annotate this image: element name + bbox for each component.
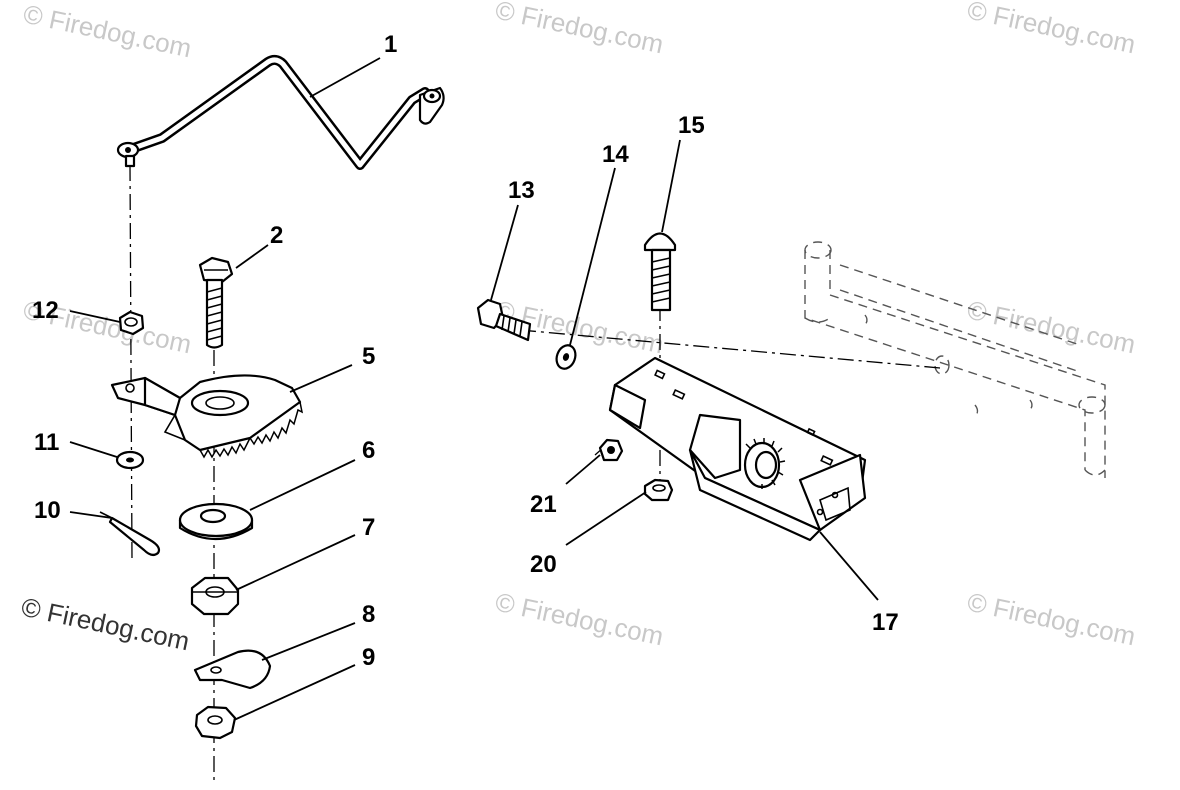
callout-20: 20 xyxy=(530,551,557,578)
leader-8 xyxy=(261,622,356,661)
washer-right xyxy=(555,344,577,370)
callout-14: 14 xyxy=(602,141,629,168)
hex-head-bolt xyxy=(476,298,532,342)
flange-nut xyxy=(643,478,674,502)
callout-21: 21 xyxy=(530,491,557,518)
leader-13 xyxy=(490,204,519,301)
carriage-bolt xyxy=(643,232,677,312)
callout-1: 1 xyxy=(384,31,397,58)
lever-rod xyxy=(116,54,445,170)
hex-nut xyxy=(190,576,240,616)
lock-nut xyxy=(118,310,145,336)
callout-17: 17 xyxy=(872,609,899,636)
watermark-top-left: © Firedog.com xyxy=(21,0,194,63)
callout-12: 12 xyxy=(32,297,59,324)
callout-labels: 1 2 5 6 7 8 9 10 11 12 13 14 15 17 20 21 xyxy=(32,31,899,671)
small-hex-nut xyxy=(194,705,237,740)
watermark-mid-right: © Firedog.com xyxy=(965,295,1138,360)
watermark-top-center: © Firedog.com xyxy=(493,0,666,59)
leader-1 xyxy=(309,57,381,98)
callout-13: 13 xyxy=(508,177,535,204)
center-lines-left xyxy=(129,164,215,780)
callout-15: 15 xyxy=(678,112,705,139)
watermark-bottom-center: © Firedog.com xyxy=(493,587,666,652)
callout-10: 10 xyxy=(34,497,61,524)
callout-7: 7 xyxy=(362,514,375,541)
small-washer xyxy=(115,450,145,470)
watermark-bottom-right: © Firedog.com xyxy=(965,587,1138,652)
leader-6 xyxy=(249,459,356,511)
leader-21 xyxy=(565,454,601,485)
leader-7 xyxy=(235,534,356,591)
frame-rail-phantom xyxy=(804,241,1106,478)
leader-14 xyxy=(569,167,616,346)
leader-17 xyxy=(819,531,879,601)
callout-11: 11 xyxy=(34,429,59,456)
clip xyxy=(193,649,272,690)
callout-5: 5 xyxy=(362,343,375,370)
sector-gear xyxy=(110,374,304,459)
nut-small xyxy=(598,438,624,462)
leader-15 xyxy=(661,139,681,233)
watermarks: © Firedog.com © Firedog.com © Firedog.co… xyxy=(19,0,1138,656)
callout-2: 2 xyxy=(270,222,283,249)
callout-8: 8 xyxy=(362,601,375,628)
leader-12 xyxy=(69,310,121,323)
leader-2 xyxy=(235,244,269,269)
leader-20 xyxy=(565,491,647,546)
leader-5 xyxy=(289,364,353,393)
callout-6: 6 xyxy=(362,437,375,464)
watermark-top-right: © Firedog.com xyxy=(965,0,1138,59)
watermark-bottom-left: © Firedog.com xyxy=(19,592,192,657)
leader-10 xyxy=(69,511,113,519)
leader-lines xyxy=(69,57,879,721)
callout-9: 9 xyxy=(362,644,375,671)
flat-washer xyxy=(178,502,254,540)
hex-bolt xyxy=(198,256,234,349)
leader-9 xyxy=(233,664,356,721)
leader-11 xyxy=(69,441,118,458)
mounting-bracket xyxy=(608,356,867,542)
